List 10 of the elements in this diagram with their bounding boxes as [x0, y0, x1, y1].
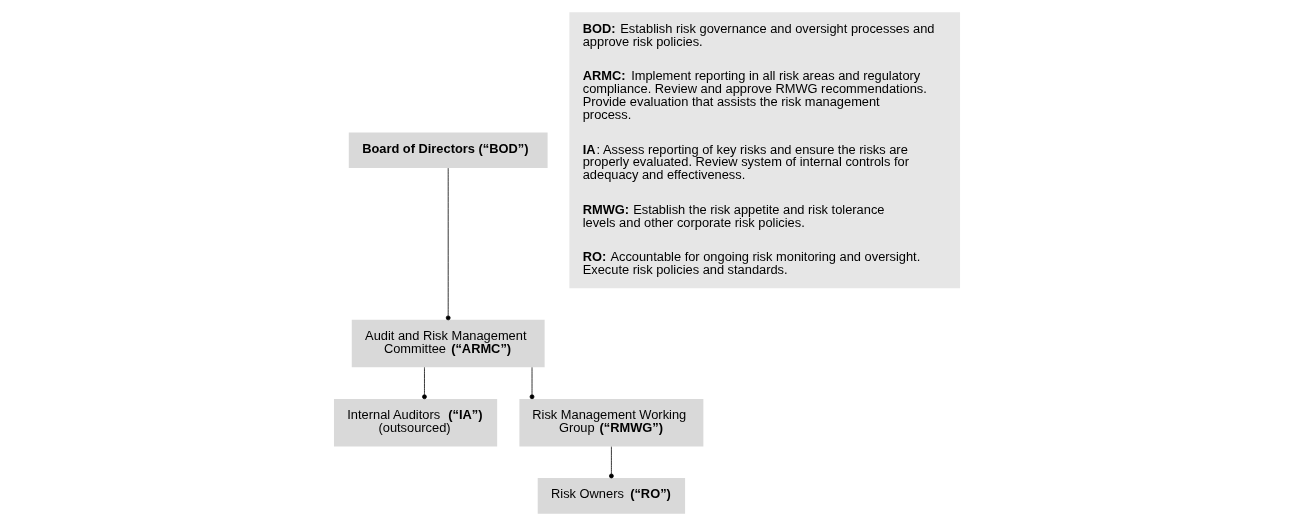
node-box: Risk Management Working Group (“RMWG”): [518, 399, 703, 447]
connector: [445, 167, 451, 321]
node-box: Internal Auditors (“IA”) (outsourced): [333, 399, 497, 447]
connector: [421, 366, 427, 400]
node-box: Audit and Risk Management Committee (“ARMC”): [351, 319, 545, 368]
connector: [608, 446, 614, 479]
node-box: BOD: Establish risk governance and oversight processes and approve risk policies. ARMC: Implement reporting in all risk areas and regulatory compliance. Review and approve RMWG recommendations. Provide evaluation that assists the risk management process. IA: Assess reporting of key risks and ensure the risks are properly evaluated. Review system of internal controls for adequacy and effectiveness. RMWG: Establish the risk appetite and risk tolerance levels and other corporate risk policies. RO: Accountable for ongoing risk monitoring and oversight. Execute risk policies and standards.: [568, 12, 960, 289]
node-box: Risk Owners (“RO”): [537, 478, 685, 514]
node-box: Board of Directors (“BOD”): [348, 132, 548, 169]
connector: [529, 366, 534, 400]
